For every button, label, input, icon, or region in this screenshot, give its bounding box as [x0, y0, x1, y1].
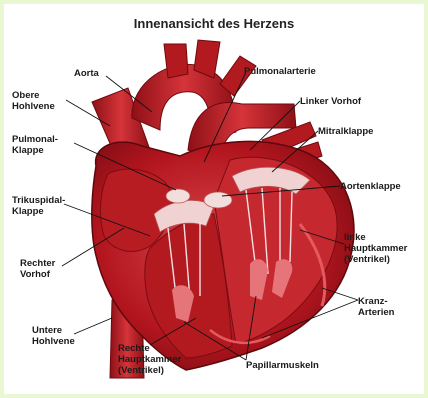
- label-kranz-arterien: Kranz- Arterien: [358, 296, 394, 318]
- aortic-valve: [204, 192, 232, 208]
- label-papillarmuskeln: Papillarmuskeln: [246, 360, 319, 371]
- label-linker-vorhof: Linker Vorhof: [300, 96, 361, 107]
- label-pulmonalarterie: Pulmonalarterie: [244, 66, 316, 77]
- label-rechter-vorhof: Rechter Vorhof: [20, 258, 55, 280]
- label-untere-hohlvene: Untere Hohlvene: [32, 325, 75, 347]
- label-aorta: Aorta: [74, 68, 99, 79]
- label-linke-hauptkammer: linke Hauptkammer (Ventrikel): [344, 232, 407, 265]
- label-aortenklappe: Aortenklappe: [340, 181, 401, 192]
- label-mitralklappe: Mitralklappe: [318, 126, 373, 137]
- label-obere-hohlvene: Obere Hohlvene: [12, 90, 55, 112]
- label-rechte-hauptkammer: Rechte Hauptkammer (Ventrikel): [118, 343, 181, 376]
- pulmonary-valve: [166, 189, 190, 203]
- label-pulmonal-klappe: Pulmonal- Klappe: [12, 134, 58, 156]
- aorta-branch-1: [164, 44, 188, 78]
- label-trikuspidal-klappe: Trikuspidal- Klappe: [12, 195, 65, 217]
